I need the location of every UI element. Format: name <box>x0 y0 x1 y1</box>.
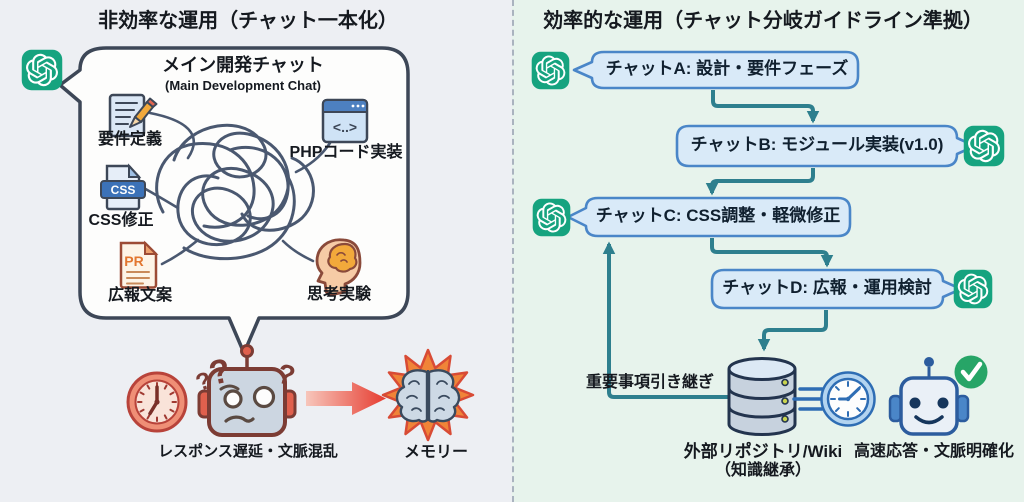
question-mark: ? <box>274 358 298 392</box>
chat-b-label: チャットB: モジュール実装(v1.0) <box>690 135 944 154</box>
flow-arrows <box>602 90 834 399</box>
memory-burst-icon <box>381 348 475 442</box>
chat-a-bubble <box>572 50 860 90</box>
left-panel-title: 非効率な運用（チャット一本化） <box>98 10 398 32</box>
overload-arrow <box>306 382 386 415</box>
chat-c-label: チャットC: CSS調整・軽微修正 <box>595 206 841 225</box>
css-file-icon: CSS <box>100 163 146 211</box>
flow-arrow-d-db <box>757 310 828 352</box>
requirements-doc-icon <box>108 93 158 138</box>
chat-d-bubble <box>710 268 963 310</box>
code-glyph: <..> <box>333 119 357 135</box>
pr-document-icon: PR <box>119 240 159 289</box>
chat-c-bubble <box>566 196 852 238</box>
confused-robot-icon: ? ? ? <box>193 344 298 437</box>
head-brain-icon <box>315 238 362 296</box>
main-chat-subtitle: (Main Development Chat) <box>164 78 322 93</box>
handover-arrow <box>602 241 731 399</box>
handover-label: 重要事項引き継ぎ <box>585 374 715 391</box>
brain-icon <box>395 369 461 423</box>
fast-clock-icon <box>792 371 876 427</box>
happy-robot-icon <box>888 357 970 436</box>
flow-arrow-a-b <box>711 90 820 124</box>
database-icon <box>727 357 797 436</box>
problem-label: レスポンス遅延・文脈混乱 <box>158 443 338 460</box>
pencil-icon <box>129 97 158 128</box>
openai-logo-d <box>953 269 993 309</box>
memory-label: メモリー <box>403 444 469 461</box>
openai-logo-a <box>531 51 570 90</box>
openai-logo-main <box>21 49 63 91</box>
chat-d-label: チャットD: 広報・運用検討 <box>722 278 932 297</box>
repository-sublabel: （知識継承） <box>714 462 812 479</box>
topic-label-pr: 広報文案 <box>107 287 173 304</box>
css-badge: CSS <box>111 183 136 197</box>
pr-badge: PR <box>124 253 143 269</box>
repository-label: 外部リポジトリ/Wiki <box>683 442 843 461</box>
tangle-scribble <box>140 111 332 266</box>
chat-b-bubble <box>675 124 977 168</box>
right-panel-title: 効率的な運用（チャット分岐ガイドライン準拠） <box>543 10 983 32</box>
main-chat-title: メイン開発チャット <box>162 55 324 75</box>
topic-label-requirements: 要件定義 <box>97 131 163 148</box>
chat-bubbles <box>566 50 977 310</box>
code-window-icon: <..> <box>321 98 369 144</box>
flow-arrow-c-d <box>710 238 834 268</box>
topic-label-css: CSS修正 <box>88 212 154 229</box>
benefit-label: 高速応答・文脈明確化 <box>853 443 1015 460</box>
check-icon <box>954 355 988 389</box>
openai-logo-c <box>532 198 571 237</box>
clock-icon <box>126 371 188 433</box>
flow-arrow-b-c <box>705 168 815 196</box>
topic-label-php: PHPコード実装 <box>289 144 403 161</box>
chat-a-label: チャットA: 設計・要件フェーズ <box>605 59 849 78</box>
openai-logo-b <box>963 125 1005 167</box>
topic-label-thought: 思考実験 <box>306 286 372 303</box>
